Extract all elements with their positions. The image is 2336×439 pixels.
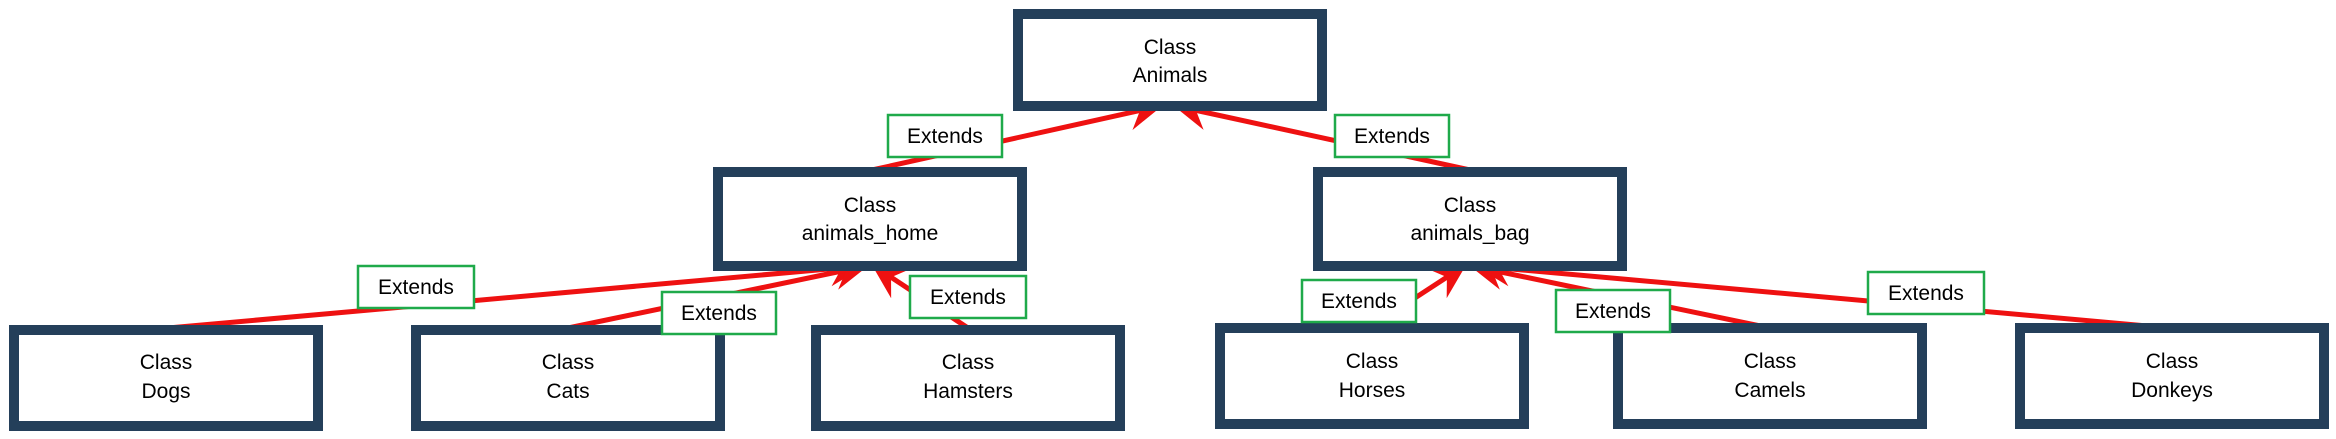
- class-node-camels: Class Camels: [1613, 323, 1927, 429]
- class-name: Animals: [1133, 64, 1208, 87]
- edge-labels: Extends Extends Extends Extends Extends …: [356, 113, 1986, 336]
- class-node-animals: Class Animals: [1013, 9, 1327, 111]
- class-node-horses: Class Horses: [1215, 323, 1529, 429]
- edge-label-hamsters: Extends: [908, 274, 1028, 320]
- class-keyword: Class: [1444, 194, 1497, 217]
- class-keyword: Class: [140, 351, 193, 374]
- edge-label-animals-home: Extends: [886, 113, 1004, 159]
- class-keyword: Class: [1744, 350, 1797, 373]
- edge-label-border: [356, 264, 476, 310]
- edge-label-donkeys: Extends: [1866, 270, 1986, 316]
- class-box-border: [9, 325, 323, 431]
- class-node-animals-bag: Class animals_bag: [1313, 167, 1627, 271]
- edge-label-text: Extends: [1321, 290, 1397, 313]
- class-box-border: [713, 167, 1027, 271]
- class-keyword: Class: [2146, 350, 2199, 373]
- class-boxes: Class Animals Class animals_home Class a…: [9, 9, 2329, 431]
- class-name: Donkeys: [2131, 379, 2213, 402]
- class-name: Dogs: [141, 380, 190, 403]
- class-box-border: [411, 325, 725, 431]
- class-node-cats: Class Cats: [411, 325, 725, 431]
- class-keyword: Class: [1144, 36, 1197, 59]
- class-box-border: [2015, 323, 2329, 429]
- edge-label-border: [886, 113, 1004, 159]
- class-node-animals-home: Class animals_home: [713, 167, 1027, 271]
- class-name: animals_home: [802, 222, 939, 245]
- class-name: Cats: [546, 380, 589, 403]
- class-box-border: [1013, 9, 1327, 111]
- edge-label-animals-bag: Extends: [1333, 113, 1451, 159]
- edge-label-text: Extends: [1888, 282, 1964, 305]
- edge-label-border: [908, 274, 1028, 320]
- edge-label-cats: Extends: [660, 290, 778, 336]
- class-keyword: Class: [942, 351, 995, 374]
- edge-label-text: Extends: [907, 125, 983, 148]
- edge-animals-home-to-animals: [871, 95, 1163, 173]
- edge-label-camels: Extends: [1554, 288, 1672, 334]
- edge-label-dogs: Extends: [356, 264, 476, 310]
- edge-label-border: [1333, 113, 1451, 159]
- class-keyword: Class: [542, 351, 595, 374]
- edge-label-text: Extends: [1575, 300, 1651, 323]
- edge-label-border: [660, 290, 778, 336]
- class-box-border: [1313, 167, 1627, 271]
- edge-label-text: Extends: [1354, 125, 1430, 148]
- class-node-hamsters: Class Hamsters: [811, 325, 1125, 431]
- edge-label-text: Extends: [930, 286, 1006, 309]
- edge-label-border: [1554, 288, 1672, 334]
- class-box-border: [811, 325, 1125, 431]
- edge-donkeys-to-animals-bag: [1475, 251, 2171, 331]
- class-name: Horses: [1339, 379, 1406, 402]
- class-keyword: Class: [1346, 350, 1399, 373]
- class-box-border: [1613, 323, 1927, 429]
- edge-animals-bag-to-animals: [1173, 95, 1471, 173]
- edge-label-horses: Extends: [1300, 278, 1418, 324]
- class-keyword: Class: [844, 194, 897, 217]
- class-name: animals_bag: [1410, 222, 1529, 245]
- class-name: Camels: [1734, 379, 1805, 402]
- edge-dogs-to-animals-home: [167, 251, 865, 331]
- edge-label-border: [1300, 278, 1418, 324]
- edge-label-text: Extends: [378, 276, 454, 299]
- class-node-dogs: Class Dogs: [9, 325, 323, 431]
- edge-label-text: Extends: [681, 302, 757, 325]
- class-node-donkeys: Class Donkeys: [2015, 323, 2329, 429]
- class-name: Hamsters: [923, 380, 1013, 403]
- edge-label-border: [1866, 270, 1986, 316]
- class-box-border: [1215, 323, 1529, 429]
